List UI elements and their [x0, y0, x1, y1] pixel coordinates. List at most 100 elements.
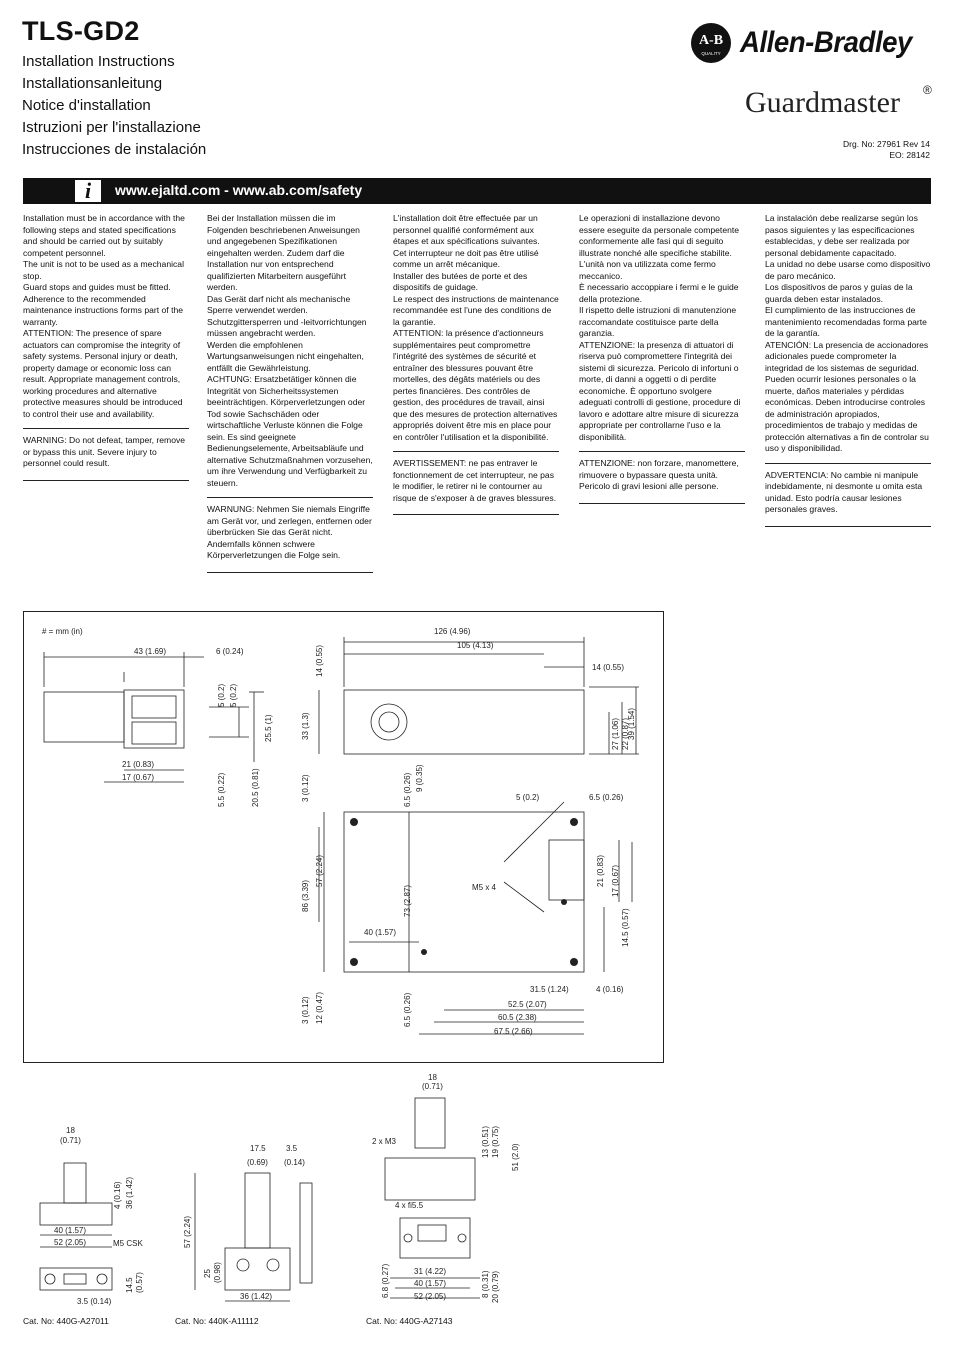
dim-73: 73 (2.87) — [403, 885, 412, 917]
dim-105: 105 (4.13) — [457, 641, 494, 650]
info-bar — [23, 178, 931, 204]
actuator-drawings: 18 (0.71) 40 (1.57) 52 (2.05) M5 CSK 3.5… — [39, 1073, 520, 1306]
a1-h4: 4 (0.16) — [113, 1181, 122, 1209]
dim-39: 39 (1.54) — [627, 708, 636, 740]
a3-w40: 40 (1.57) — [414, 1279, 446, 1288]
dim-5: 5 (0.2) — [516, 793, 539, 802]
dimension-drawing: # = mm (in) 43 (1.69) 6 (0.24) 21 (0.83)… — [23, 611, 664, 1063]
instructions-text: L'installation doit être effectuée par u… — [393, 213, 559, 442]
svg-text:A-B: A-B — [699, 33, 723, 48]
a1-w3-5: 3.5 (0.14) — [77, 1297, 112, 1306]
dim-6-5a: 6.5 (0.26) — [403, 772, 412, 807]
column-english: Installation must be in accordance with … — [23, 213, 189, 481]
a3-h8: 8 (0.31) — [481, 1270, 490, 1298]
ab-logo: A-B QUALITY — [691, 23, 731, 63]
a2-h25: 25 — [203, 1269, 212, 1278]
dim-31-5: 31.5 (1.24) — [530, 985, 569, 994]
dim-12: 12 (0.47) — [315, 992, 324, 1024]
column-german: Bei der Installation müssen die im Folge… — [207, 213, 373, 573]
a2-h57: 57 (2.24) — [183, 1216, 192, 1248]
actuator-2-plate — [224, 1247, 291, 1291]
a1-h14-5in: (0.57) — [135, 1272, 144, 1293]
subtitle-it: Istruzioni per l'installazione — [22, 119, 201, 136]
dim-6-5: 6.5 (0.26) — [589, 793, 624, 802]
dim-5-5: 5.5 (0.22) — [217, 772, 226, 807]
a1-m5csk: M5 CSK — [113, 1239, 143, 1248]
dim-27: 27 (1.06) — [611, 718, 620, 750]
dim-3b: 3 (0.12) — [301, 996, 310, 1024]
drawing-number: Drg. No: 27961 Rev 14 — [843, 139, 930, 149]
a2-w17-5: 17.5 — [250, 1144, 266, 1153]
dim-6: 6 (0.24) — [216, 647, 244, 656]
a3-w52: 52 (2.05) — [414, 1292, 446, 1301]
instructions-text: Installation must be in accordance with … — [23, 213, 185, 419]
dim-52-5: 52.5 (2.07) — [508, 1000, 547, 1009]
svg-text:Guardmaster: Guardmaster — [745, 86, 900, 119]
top-view-body — [343, 689, 585, 755]
a2-h25in: (0.98) — [213, 1262, 222, 1283]
dim-22: 22 (0.87) — [621, 718, 630, 750]
a1-w18: 18 — [66, 1126, 75, 1135]
a3-w18in: (0.71) — [422, 1082, 443, 1091]
column-italian: Le operazioni di installazione devono es… — [579, 213, 745, 504]
a1-w40: 40 (1.57) — [54, 1226, 86, 1235]
a3-h51: 51 (2.0) — [511, 1143, 520, 1171]
a3-h6-8: 6.8 (0.27) — [381, 1263, 390, 1298]
a2-w17-5in: (0.69) — [247, 1158, 268, 1167]
a3-w31: 31 (4.22) — [414, 1267, 446, 1276]
subtitle-fr: Notice d'installation — [22, 97, 151, 114]
a3-h13: 13 (0.51) — [481, 1126, 490, 1158]
cat-number-2: Cat. No: 440K-A11112 — [175, 1316, 259, 1326]
svg-text:QUALITY: QUALITY — [701, 51, 720, 56]
dim-14-5: 14.5 (0.57) — [621, 908, 630, 947]
warning-text: ADVERTENCIA: No cambie ni manipule indeb… — [765, 462, 931, 527]
a3-holes: 4 x fi5.5 — [395, 1201, 424, 1210]
cat-number-1: Cat. No: 440G-A27011 — [23, 1316, 109, 1326]
side-view-head — [123, 689, 185, 749]
column-french: L'installation doit être effectuée par u… — [393, 213, 559, 515]
dim-21: 21 (0.83) — [122, 760, 154, 769]
info-icon: i — [73, 178, 103, 204]
dim-126: 126 (4.96) — [434, 627, 471, 636]
dim-57: 57 (2.24) — [315, 855, 324, 887]
actuator-1-plate — [39, 1202, 113, 1226]
svg-text:®: ® — [923, 83, 932, 97]
front-view-body — [343, 811, 585, 973]
a2-w3-5: 3.5 — [286, 1144, 298, 1153]
dimension-drawing-svg: # = mm (in) 43 (1.69) 6 (0.24) 21 (0.83)… — [42, 627, 639, 1036]
dim-43: 43 (1.69) — [134, 647, 166, 656]
units-label: # = mm (in) — [42, 627, 83, 636]
side-view-body — [43, 691, 125, 743]
instructions-text: La instalación debe realizarse según los… — [765, 213, 931, 453]
a1-h14-5: 14.5 — [125, 1277, 134, 1293]
a1-w52: 52 (2.05) — [54, 1238, 86, 1247]
dim-86: 86 (3.39) — [301, 880, 310, 912]
warning-text: ATTENZIONE: non forzare, manomettere, ri… — [579, 451, 745, 504]
guardmaster-logo: Guardmaster ® — [745, 83, 932, 119]
a3-m3: 2 x M3 — [372, 1137, 397, 1146]
warning-text: AVERTISSEMENT: ne pas entraver le foncti… — [393, 451, 559, 515]
dim-6-5c: 6.5 (0.26) — [403, 992, 412, 1027]
dim-14: 14 (0.55) — [592, 663, 624, 672]
subtitle-list: Installation Instructions Installationsa… — [22, 51, 206, 161]
dim-67-5: 67.5 (2.66) — [494, 1027, 533, 1036]
subtitle-en: Installation Instructions — [22, 53, 175, 70]
warning-text: WARNUNG: Nehmen Sie niemals Eingriffe am… — [207, 497, 373, 573]
instructions-text: Le operazioni di installazione devono es… — [579, 213, 741, 442]
a1-w18in: (0.71) — [60, 1136, 81, 1145]
a2-w3-5in: (0.14) — [284, 1158, 305, 1167]
brand-name: Allen-Bradley — [740, 26, 912, 59]
warning-text: WARNING: Do not defeat, tamper, remove o… — [23, 428, 189, 481]
dim-21b: 21 (0.83) — [596, 855, 605, 887]
website-links[interactable]: www.ejaltd.com - www.ab.com/safety — [115, 182, 363, 198]
actuator-3-tongue — [414, 1097, 446, 1149]
a3-h19: 19 (0.75) — [491, 1126, 500, 1158]
subtitle-de: Installationsanleitung — [22, 75, 163, 92]
dim-20-5: 20.5 (0.81) — [251, 768, 260, 807]
cat-number-3: Cat. No: 440G-A27143 — [366, 1316, 453, 1326]
dim-60-5: 60.5 (2.38) — [498, 1013, 537, 1022]
dim-4: 4 (0.16) — [596, 985, 624, 994]
dim-25-5: 25.5 (1) — [264, 714, 273, 742]
a1-h36: 36 (1.42) — [125, 1177, 134, 1209]
dim-17: 17 (0.67) — [122, 773, 154, 782]
